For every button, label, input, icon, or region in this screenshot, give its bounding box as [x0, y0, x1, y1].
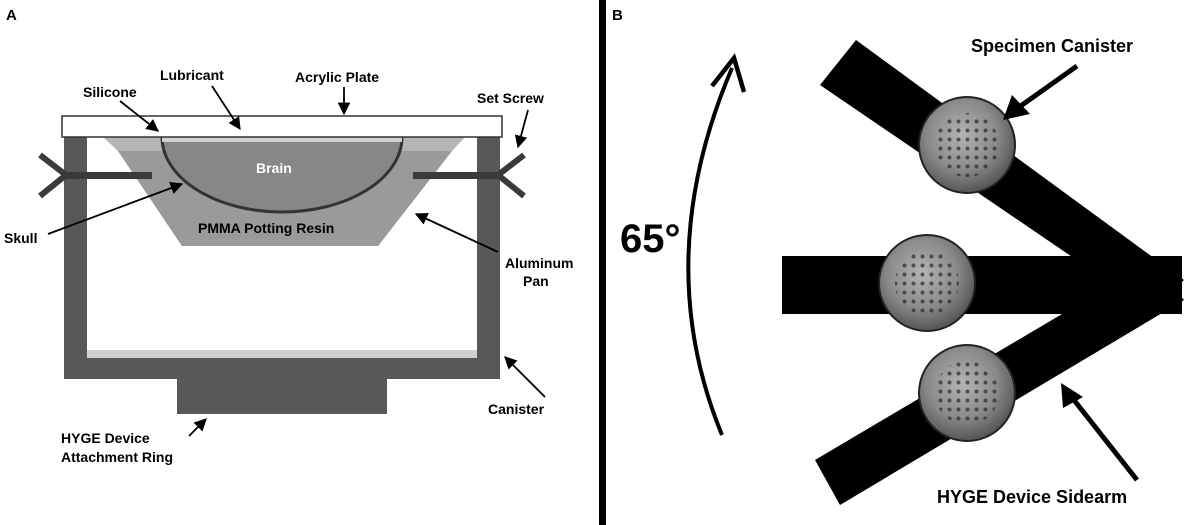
set-screw-left	[38, 152, 152, 199]
specimen-canister-bottom	[918, 344, 1016, 442]
label-lubricant: Lubricant	[160, 67, 224, 83]
label-pmma: PMMA Potting Resin	[198, 220, 334, 236]
attachment-ring	[177, 379, 387, 414]
panel-a-arrows	[47, 85, 546, 437]
label-set-screw: Set Screw	[477, 90, 544, 106]
specimen-canister-top	[918, 96, 1016, 194]
acrylic-plate	[61, 115, 503, 138]
arrowhead-sidearm	[1061, 383, 1083, 408]
brain	[162, 137, 402, 212]
label-pan: Pan	[523, 273, 549, 289]
canister-body	[64, 137, 500, 379]
label-aluminum: Aluminum	[505, 255, 573, 271]
label-hyge-line2: Attachment Ring	[61, 449, 173, 465]
rotation-arrowhead	[710, 53, 747, 93]
lubricant-layer	[162, 137, 402, 142]
skull	[160, 136, 404, 214]
panel-a: A	[4, 7, 573, 465]
rotation-arc	[686, 67, 734, 436]
panel-b-arrows	[1013, 63, 1139, 482]
label-brain: Brain	[256, 160, 292, 176]
label-canister: Canister	[488, 401, 545, 417]
arrowhead-specimen	[1003, 95, 1030, 120]
label-skull: Skull	[4, 230, 37, 246]
set-screw-right	[413, 152, 526, 199]
specimen-canister-middle	[878, 234, 976, 332]
label-hyge-sidearm: HYGE Device Sidearm	[937, 487, 1127, 507]
panel-b: B 65° Specimen Canis	[612, 7, 1184, 507]
label-hyge-line1: HYGE Device	[61, 430, 150, 446]
label-acrylic-plate: Acrylic Plate	[295, 69, 379, 85]
panel-divider	[599, 0, 606, 525]
panel-b-letter: B	[612, 7, 623, 24]
label-silicone: Silicone	[83, 84, 137, 100]
label-specimen-canister: Specimen Canister	[971, 36, 1133, 56]
angle-label: 65°	[620, 217, 681, 261]
panel-a-letter: A	[6, 7, 17, 24]
